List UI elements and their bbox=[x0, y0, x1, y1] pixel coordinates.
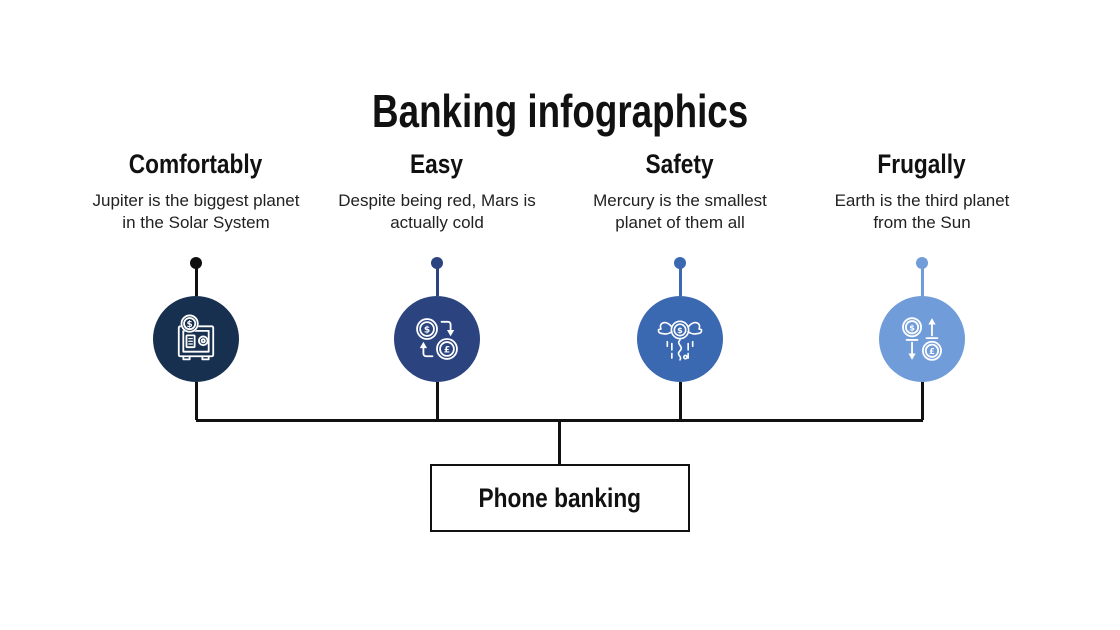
column-title: Comfortably bbox=[129, 149, 263, 179]
timeline-dot bbox=[431, 257, 443, 269]
column-easy: Easy Despite being red, Mars is actually… bbox=[316, 148, 558, 428]
connector-line bbox=[195, 267, 198, 296]
connector-line bbox=[195, 382, 198, 420]
timeline-dot bbox=[190, 257, 202, 269]
column-frugally: Frugally Earth is the third planet from … bbox=[801, 148, 1043, 428]
column-title: Easy bbox=[410, 149, 464, 179]
column-description: Jupiter is the biggest planet in the Sol… bbox=[92, 191, 300, 232]
column-comfortably: Comfortably Jupiter is the biggest plane… bbox=[75, 148, 317, 428]
safe-deposit-icon: $ bbox=[177, 314, 215, 361]
page-title: Banking infographics bbox=[371, 84, 749, 137]
svg-text:$: $ bbox=[677, 325, 683, 335]
svg-text:$: $ bbox=[187, 320, 193, 330]
currency-exchange-icon: $ £ bbox=[416, 318, 458, 360]
timeline-dot bbox=[674, 257, 686, 269]
svg-text:$: $ bbox=[424, 325, 430, 335]
connector-line bbox=[679, 382, 682, 420]
icon-circle: $ £ bbox=[394, 296, 480, 382]
column-description: Mercury is the smallest planet of them a… bbox=[593, 191, 767, 232]
connector-line bbox=[679, 267, 682, 296]
timeline-dot bbox=[916, 257, 928, 269]
column-description: Earth is the third planet from the Sun bbox=[834, 191, 1010, 232]
icon-circle: $ £ bbox=[879, 296, 965, 382]
connector-line bbox=[921, 382, 924, 420]
svg-text:£: £ bbox=[444, 345, 450, 355]
column-safety: Safety Mercury is the smallest planet of… bbox=[559, 148, 801, 428]
svg-text:$: $ bbox=[909, 322, 915, 332]
column-title: Frugally bbox=[877, 149, 967, 179]
horizontal-bus-line bbox=[196, 419, 923, 422]
winged-money-icon: $ bbox=[657, 320, 703, 361]
icon-circle: $ bbox=[153, 296, 239, 382]
connector-line bbox=[921, 267, 924, 296]
connector-line bbox=[436, 382, 439, 420]
center-connector-line bbox=[558, 421, 561, 465]
connector-line bbox=[436, 267, 439, 296]
phone-banking-label: Phone banking bbox=[478, 482, 642, 513]
svg-text:£: £ bbox=[929, 346, 935, 356]
icon-circle: $ bbox=[637, 296, 723, 382]
phone-banking-box: Phone banking bbox=[430, 464, 690, 532]
column-title: Safety bbox=[645, 149, 715, 179]
column-description: Despite being red, Mars is actually cold bbox=[338, 191, 536, 232]
exchange-rate-icon: $ £ bbox=[902, 317, 942, 361]
